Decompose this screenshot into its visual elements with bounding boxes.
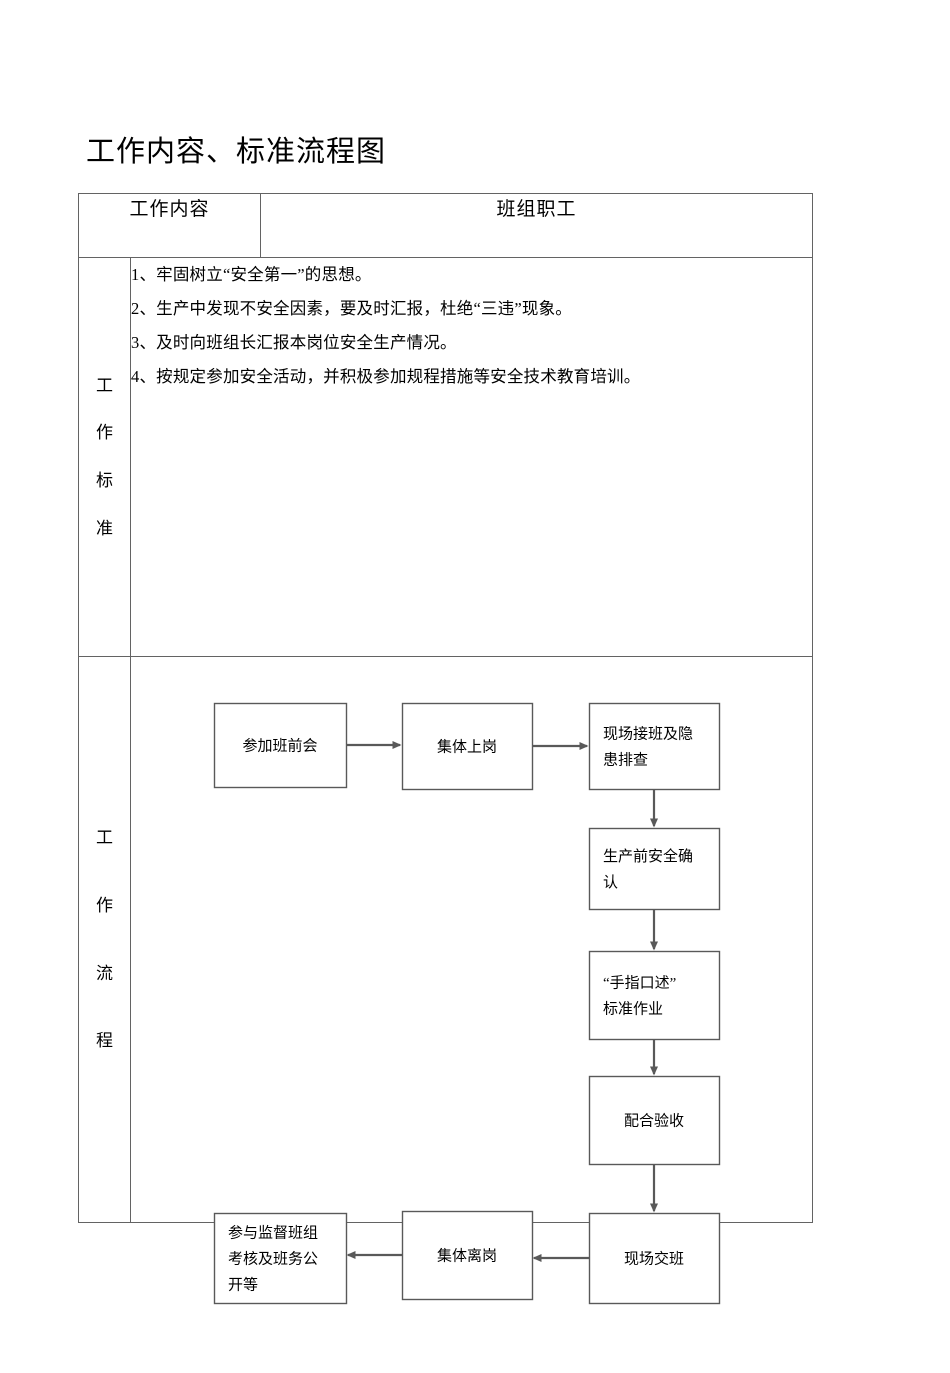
flow-node[interactable]: 现场交班 [588,1212,721,1305]
work-flow-row: 工 作 流 程 参加班前会 集体上岗 现场接班及隐患排查生产前安全确认 “手指口述” 标… [78,656,813,1305]
row-label-char: 准 [96,518,113,538]
standard-item: 1、牢固树立“安全第一”的思想。 [131,265,372,284]
flow-node-label: 配合验收 [624,1113,684,1130]
row-label-char: 标 [96,471,113,490]
header-cell-work-content: 工作内容 [77,193,262,258]
work-content-table: 工作内容 班组职工 工 作 标 准 1、牢固树立“安全第一”的思想。 2、生产中… [77,193,813,1305]
row-label-char: 工 [96,375,113,395]
flow-node[interactable]: 配合验收 [588,1075,721,1166]
flow-node-label: 考核及班务公 [228,1251,318,1268]
standard-item: 3、及时向班组长汇报本岗位安全生产情况。 [131,333,457,352]
flow-node-label: 集体上岗 [437,739,497,756]
standard-item: 2、生产中发现不安全因素，要及时汇报，杜绝“三违”现象。 [131,299,572,318]
row-label-work-standards: 工 作 标 准 [78,256,131,658]
flow-node-label: 参与监督班组 [228,1225,318,1242]
row-label-char: 作 [96,895,113,915]
table-header-row: 工作内容 班组职工 [77,193,813,258]
row-label-char: 流 [96,963,113,983]
flow-node-label: 集体离岗 [437,1248,497,1265]
work-standards-row: 工 作 标 准 1、牢固树立“安全第一”的思想。 2、生产中发现不安全因素，要及… [78,256,813,658]
standard-item: 4、按规定参加安全活动，并积极参加规程措施等安全技术教育培训。 [131,367,641,386]
work-standards-content: 1、牢固树立“安全第一”的思想。 2、生产中发现不安全因素，要及时汇报，杜绝“三… [130,256,813,658]
flow-node-label: 开等 [228,1276,258,1294]
flow-node-label: 现场交班 [624,1250,684,1268]
header-cell-team-staff: 班组职工 [260,193,813,258]
work-flow-diagram: 参加班前会集体上岗现场接班及隐患排查生产前安全确认“手指口述”标准作业配合验收现… [213,702,721,1305]
flow-node-label: 现场接班及隐 [603,726,693,743]
flow-node[interactable]: “手指口述” 标准作业 [588,950,721,1041]
flow-node-label: 认 [603,874,618,891]
flow-node-label: 患排查 [603,752,648,769]
flow-node-label: 标准作业 [603,1001,663,1018]
flow-node[interactable]: 集体离岗 [401,1210,534,1301]
row-label-char: 作 [96,423,113,443]
flow-node-label: 参加班前会 [242,738,317,755]
page-title: 工作内容、标准流程图 [86,136,387,168]
flow-node[interactable]: 集体上岗 [401,702,534,791]
row-label-char: 工 [96,828,113,848]
work-flow-diagram-cell: 参加班前会集体上岗现场接班及隐患排查生产前安全确认“手指口述”标准作业配合验收现… [130,656,813,1305]
flow-node[interactable]: 参加班前会 [213,702,348,789]
row-label-work-flow: 工 作 流 程 [78,656,131,1223]
flow-node-label: 生产前安全确 [603,847,693,865]
row-label-char: 程 [96,1031,113,1051]
flow-node-label: “手指口述” [603,975,676,992]
